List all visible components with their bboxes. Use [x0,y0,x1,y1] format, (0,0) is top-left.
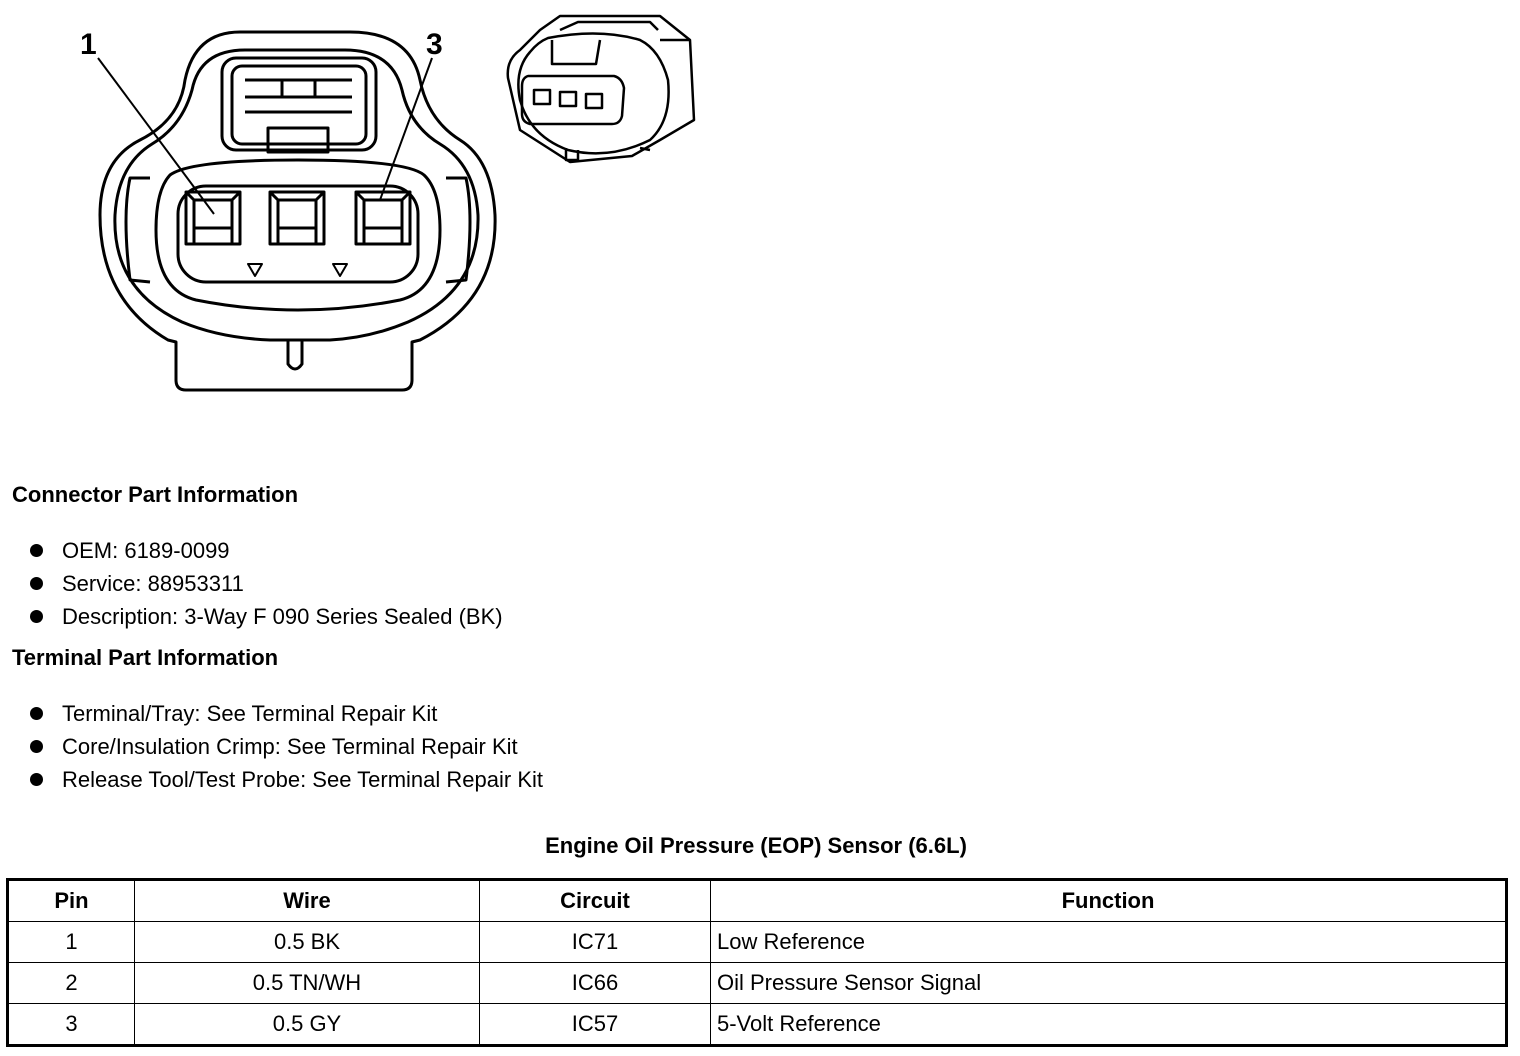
cell-function: Oil Pressure Sensor Signal [710,962,1507,1004]
table-header-row: Pin Wire Circuit Function [7,879,1507,922]
bullet-icon [30,707,43,720]
list-item: Release Tool/Test Probe: See Terminal Re… [30,763,543,796]
terminal-cavity-3 [354,190,412,246]
terminal-part-info-heading: Terminal Part Information [12,645,279,670]
terminal-cavity-1 [184,190,242,246]
cell-circuit: IC71 [479,921,711,963]
bullet-icon [30,544,43,557]
list-item: OEM: 6189-0099 [30,534,503,567]
connector-diagram: 1 3 [80,14,696,392]
column-header-circuit: Circuit [479,879,711,922]
cell-function: Low Reference [710,921,1507,963]
connector-isometric-view [506,14,696,164]
connector-part-info-heading: Connector Part Information [12,482,299,507]
bullet-icon [30,773,43,786]
cell-function: 5-Volt Reference [710,1003,1507,1046]
bullet-icon [30,610,43,623]
bullet-icon [30,740,43,753]
table-row: 2 0.5 TN/WH IC66 Oil Pressure Sensor Sig… [7,962,1507,1004]
table-row: 3 0.5 GY IC57 5-Volt Reference [7,1003,1507,1046]
list-item: Description: 3-Way F 090 Series Sealed (… [30,600,503,633]
list-item: Core/Insulation Crimp: See Terminal Repa… [30,730,543,763]
column-header-wire: Wire [134,879,480,922]
cell-circuit: IC57 [479,1003,711,1046]
cell-wire: 0.5 TN/WH [134,962,480,1004]
connector-part-info-list: OEM: 6189-0099 Service: 88953311 Descrip… [30,534,503,633]
callout-pin-1: 1 [80,28,97,61]
column-header-function: Function [710,879,1507,922]
list-item: Service: 88953311 [30,567,503,600]
cell-wire: 0.5 BK [134,921,480,963]
cell-pin: 1 [7,921,135,963]
column-header-pin: Pin [7,879,135,922]
connector-face-view [97,30,497,392]
cell-circuit: IC66 [479,962,711,1004]
cell-pin: 2 [7,962,135,1004]
cell-pin: 3 [7,1003,135,1046]
pinout-table: Pin Wire Circuit Function 1 0.5 BK IC71 … [6,878,1508,1047]
list-item: Terminal/Tray: See Terminal Repair Kit [30,697,543,730]
bullet-icon [30,577,43,590]
terminal-cavity-2 [268,190,326,246]
callout-pin-3: 3 [426,28,443,61]
table-row: 1 0.5 BK IC71 Low Reference [7,921,1507,963]
cell-wire: 0.5 GY [134,1003,480,1046]
pinout-table-title: Engine Oil Pressure (EOP) Sensor (6.6L) [545,833,967,858]
terminal-part-info-list: Terminal/Tray: See Terminal Repair Kit C… [30,697,543,796]
